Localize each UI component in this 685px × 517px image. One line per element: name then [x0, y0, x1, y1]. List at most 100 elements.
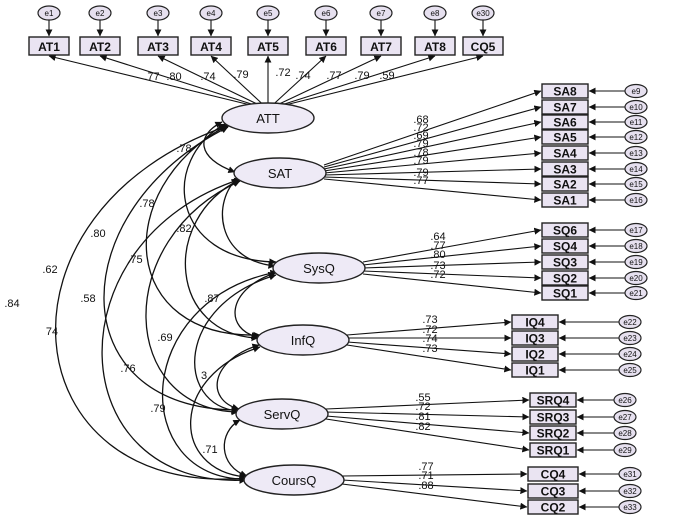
- loading-path-at8: [281, 54, 436, 106]
- latent-coursq: [243, 464, 345, 496]
- loading-path-sa5: [323, 134, 542, 172]
- loading-cq4: .77: [418, 461, 433, 473]
- indicator-iq1: IQ1: [525, 364, 545, 378]
- error-term-e28: [613, 425, 637, 441]
- error-term-e1: [37, 5, 61, 21]
- indicator-at7: AT7: [370, 40, 392, 54]
- error-label-e28: e28: [618, 429, 632, 438]
- latent-label-servq: ServQ: [264, 407, 301, 422]
- error-label-e21: e21: [629, 289, 643, 298]
- error-label-e33: e33: [623, 503, 637, 512]
- error-term-e18: [624, 238, 648, 254]
- loading-sa8: .68: [413, 114, 428, 126]
- covariance-att-servq: [103, 126, 239, 414]
- indicator-box-srq1: [529, 442, 577, 458]
- error-term-e11: [624, 114, 648, 130]
- loading-path-sa3: [323, 165, 542, 176]
- loading-at2: .80: [166, 71, 181, 83]
- loading-iq2: .74: [422, 333, 437, 345]
- loading-path-sq1: [362, 273, 542, 296]
- indicator-box-sa7: [541, 99, 589, 115]
- loading-cq3: .71: [418, 470, 433, 482]
- correlation-sysq-coursq: .76: [120, 363, 135, 375]
- indicator-cq5: CQ5: [471, 40, 496, 54]
- indicator-box-at1: [28, 36, 70, 56]
- loading-path-at3: [157, 55, 260, 106]
- loading-path-cq2: [341, 483, 528, 510]
- indicator-sq4: SQ4: [553, 240, 577, 254]
- error-label-e32: e32: [623, 487, 637, 496]
- indicator-sa4: SA4: [553, 147, 577, 161]
- loading-cq5: .59: [379, 70, 394, 82]
- error-label-e24: e24: [623, 350, 637, 359]
- loading-at7: .77: [326, 70, 341, 82]
- indicator-cq4: CQ4: [541, 468, 566, 482]
- indicator-box-iq1: [511, 362, 559, 378]
- covariance-servq-coursq: [223, 419, 248, 478]
- latent-label-sat: SAT: [268, 166, 292, 181]
- error-label-e20: e20: [629, 274, 643, 283]
- loading-cq2: .88: [418, 480, 433, 492]
- indicator-box-sa6: [541, 114, 589, 130]
- loading-sq6: .64: [430, 231, 445, 243]
- error-term-e22: [618, 314, 642, 330]
- error-label-e9: e9: [632, 87, 641, 96]
- error-term-e9: [624, 83, 648, 99]
- latent-label-sysq: SysQ: [303, 261, 335, 276]
- error-term-e32: [618, 483, 642, 499]
- indicator-box-sq4: [541, 238, 589, 254]
- indicator-sq1: SQ1: [553, 287, 577, 301]
- indicator-box-at3: [137, 36, 179, 56]
- error-label-e25: e25: [623, 366, 637, 375]
- indicator-iq4: IQ4: [525, 316, 545, 330]
- indicator-box-at7: [360, 36, 402, 56]
- indicator-sa5: SA5: [553, 131, 577, 145]
- latent-sat: [233, 157, 327, 189]
- indicator-box-sa3: [541, 161, 589, 177]
- error-label-e11: e11: [630, 118, 643, 127]
- indicator-box-at2: [79, 36, 121, 56]
- loading-at1: .77: [144, 71, 159, 83]
- indicator-box-at8: [414, 36, 456, 56]
- indicator-box-cq2: [527, 499, 579, 515]
- error-term-e26: [613, 392, 637, 408]
- correlation-sat-infq: .75: [127, 254, 142, 266]
- indicator-sq3: SQ3: [553, 256, 577, 270]
- indicator-sa2: SA2: [553, 178, 577, 192]
- correlation-sysq-servq: .69: [157, 332, 172, 344]
- indicator-box-sa2: [541, 176, 589, 192]
- covariance-arcs: [54, 121, 278, 484]
- indicator-box-sq6: [541, 222, 589, 238]
- loading-path-sa1: [323, 178, 542, 203]
- loading-path-at6: [272, 55, 327, 106]
- loading-path-at2: [99, 54, 255, 106]
- error-term-e16: [624, 192, 648, 208]
- loading-srq1: .82: [415, 421, 430, 433]
- loading-sa2: .79: [413, 167, 428, 179]
- loading-path-sa4: [323, 150, 542, 174]
- error-label-e3: e3: [154, 9, 163, 18]
- loading-iq1: .73: [422, 343, 437, 355]
- error-label-e4: e4: [207, 9, 216, 18]
- error-label-e27: e27: [618, 413, 632, 422]
- loading-iq3: .72: [422, 324, 437, 336]
- error-label-e22: e22: [623, 318, 637, 327]
- error-label-e13: e13: [629, 149, 643, 158]
- latent-sysq: [272, 252, 366, 284]
- covariance-att-coursq: [54, 123, 249, 483]
- correlation-infq-servq: 3: [201, 370, 207, 382]
- loading-paths: [45, 20, 625, 511]
- loading-at5: .72: [275, 67, 290, 79]
- indicator-srq2: SRQ2: [537, 427, 570, 441]
- loading-path-at1: [48, 54, 251, 106]
- indicator-srq4: SRQ4: [537, 394, 570, 408]
- error-label-e1: e1: [45, 9, 54, 18]
- error-term-e33: [618, 499, 642, 515]
- loading-path-sa8: [323, 89, 542, 166]
- correlation-sat-coursq: 74: [46, 326, 58, 338]
- loading-srq3: .72: [415, 401, 430, 413]
- error-label-e15: e15: [629, 180, 643, 189]
- loading-sq3: .80: [430, 249, 445, 261]
- correlation-att-infq: .80: [90, 228, 105, 240]
- latent-att: [221, 102, 315, 134]
